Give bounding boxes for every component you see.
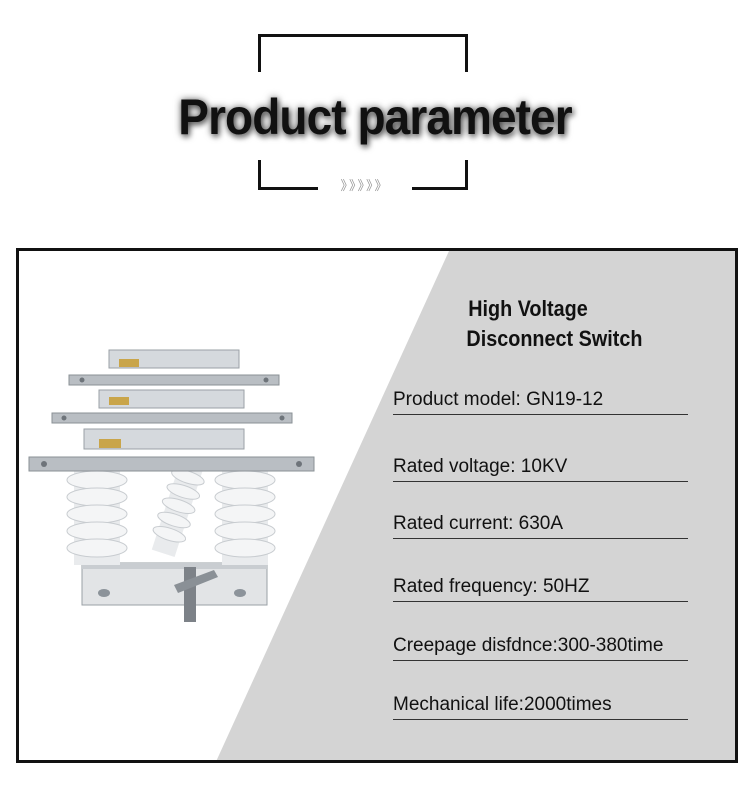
product-panel xyxy=(16,248,738,763)
param-mechanical-life: Mechanical life:2000times xyxy=(393,694,688,720)
panel-grey-background xyxy=(216,251,735,760)
param-rated-current: Rated current: 630A xyxy=(393,513,688,539)
disconnect-switch-photo xyxy=(28,349,315,622)
header-frame-top xyxy=(258,34,468,72)
middle-insulator xyxy=(151,463,205,557)
param-rated-voltage: Rated voltage: 10KV xyxy=(393,456,688,482)
param-rated-frequency: Rated frequency: 50HZ xyxy=(393,576,688,602)
param-product-model: Product model: GN19-12 xyxy=(393,389,688,415)
page-title: Product parameter xyxy=(178,89,572,145)
product-name-line2: Disconnect Switch xyxy=(466,326,643,351)
product-name-line1: High Voltage xyxy=(468,296,588,321)
right-insulator xyxy=(214,470,276,565)
left-insulator xyxy=(66,470,128,565)
param-creepage-distance: Creepage disfdnce:300-380time xyxy=(393,635,688,661)
chevron-decoration-icon: 》》》》》 xyxy=(340,179,390,194)
header-frame-gap xyxy=(318,178,412,196)
product-name: High Voltage Disconnect Switch xyxy=(452,294,642,354)
contact-blades xyxy=(28,349,315,472)
